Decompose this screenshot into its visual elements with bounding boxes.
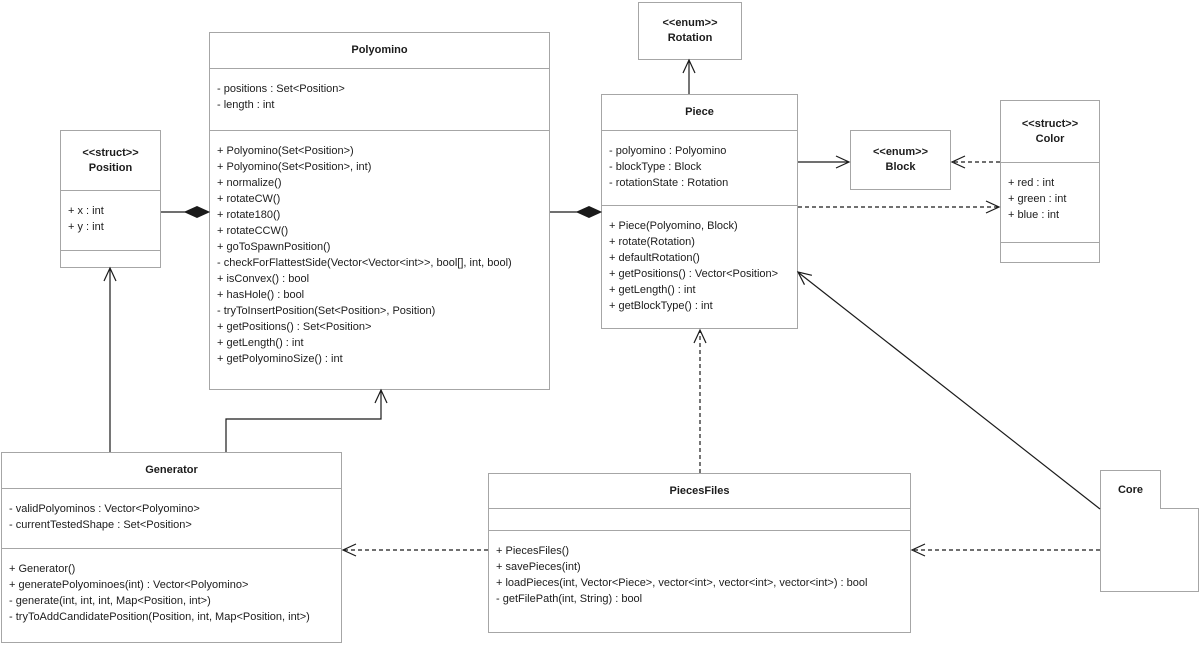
member-line: + savePieces(int) xyxy=(496,561,581,573)
attributes-compartment: + x : int + y : int xyxy=(61,190,160,250)
class-title: Polyomino xyxy=(351,44,408,56)
member-line: - tryToAddCandidatePosition(Position, in… xyxy=(9,611,310,623)
member-line: + loadPieces(int, Vector<Piece>, vector<… xyxy=(496,577,868,589)
association-generator-position xyxy=(103,266,117,452)
package-title: Core xyxy=(1100,470,1161,509)
class-title: <<enum>> Block xyxy=(851,131,950,189)
association-generator-polyomino xyxy=(225,388,388,452)
attributes-compartment: - validPolyominos : Vector<Polyomino> - c… xyxy=(2,488,341,548)
member-line: + getBlockType() : int xyxy=(609,300,713,312)
attributes-compartment: + red : int + green : int + blue : int xyxy=(1001,162,1099,242)
member-line: + defaultRotation() xyxy=(609,252,700,264)
class-color[interactable]: <<struct>> Color + red : int + green : in… xyxy=(1000,100,1100,263)
member-line: + rotateCCW() xyxy=(217,225,289,237)
methods-compartment: + Generator() + generatePolyominoes(int) … xyxy=(2,548,341,642)
package-body xyxy=(1100,508,1199,592)
class-title: PiecesFiles xyxy=(669,484,730,497)
methods-compartment: + PiecesFiles() + savePieces(int) + loadPi… xyxy=(489,530,910,632)
member-line: + getLength() : int xyxy=(217,337,304,349)
association-piece-rotation xyxy=(682,58,696,94)
member-line: + generatePolyominoes(int) : Vector<Poly… xyxy=(9,579,249,591)
class-rotation[interactable]: <<enum>> Rotation xyxy=(638,2,742,60)
member-line: + green : int xyxy=(1008,193,1067,205)
member-line: + goToSpawnPosition() xyxy=(217,241,331,253)
association-piece-block xyxy=(798,155,851,169)
member-line: + red : int xyxy=(1008,177,1055,189)
member-line: - checkForFlattestSide(Vector<Vector<int… xyxy=(217,257,512,269)
class-title: <<struct>> Position xyxy=(61,131,160,190)
class-name: Position xyxy=(88,161,133,174)
member-line: + hasHole() : bool xyxy=(217,289,305,301)
member-line: + Piece(Polyomino, Block) xyxy=(609,220,738,232)
member-line: + blue : int xyxy=(1008,209,1060,221)
member-line: + PiecesFiles() xyxy=(496,545,570,557)
attributes-compartment xyxy=(489,508,910,530)
member-line: - positions : Set<Position> xyxy=(217,83,345,95)
member-line: + y : int xyxy=(68,221,104,233)
class-stereotype: <<enum>> xyxy=(662,17,718,29)
member-line: - validPolyominos : Vector<Polyomino> xyxy=(9,503,200,515)
composition-polyomino-piece xyxy=(550,205,603,219)
class-name: Block xyxy=(885,161,916,173)
dependency-piecesfiles-generator xyxy=(341,543,488,557)
class-polyomino[interactable]: Polyomino - positions : Set<Position> - l… xyxy=(209,32,550,390)
member-line: - polyomino : Polyomino xyxy=(609,145,727,157)
class-title: <<enum>> Rotation xyxy=(639,3,741,59)
methods-compartment: + Piece(Polyomino, Block) + rotate(Rotati… xyxy=(602,205,797,328)
member-line: + isConvex() : bool xyxy=(217,273,310,285)
dependency-core-piecesfiles xyxy=(910,543,1100,557)
member-line: + rotate(Rotation) xyxy=(609,236,695,248)
member-line: + normalize() xyxy=(217,177,282,189)
dependency-color-block xyxy=(950,155,1000,169)
member-line: + Polyomino(Set<Position>) xyxy=(217,145,354,157)
member-line: + x : int xyxy=(68,205,104,217)
class-block[interactable]: <<enum>> Block xyxy=(850,130,951,190)
member-line: - length : int xyxy=(217,99,275,111)
methods-compartment xyxy=(61,250,160,267)
class-position[interactable]: <<struct>> Position + x : int + y : int xyxy=(60,130,161,268)
member-line: + Generator() xyxy=(9,563,76,575)
class-name: Rotation xyxy=(667,32,713,44)
class-stereotype: <<enum>> xyxy=(872,146,929,158)
attributes-compartment: - polyomino : Polyomino - blockType : Blo… xyxy=(602,130,797,205)
class-name: Color xyxy=(1035,132,1065,145)
class-stereotype: <<struct>> xyxy=(82,146,139,159)
dependency-piecesfiles-piece xyxy=(693,328,707,473)
member-line: - getFilePath(int, String) : bool xyxy=(496,593,643,605)
member-line: - tryToInsertPosition(Set<Position>, Pos… xyxy=(217,305,436,317)
member-line: - currentTestedShape : Set<Position> xyxy=(9,519,192,531)
class-title: <<struct>> Color xyxy=(1001,101,1099,162)
methods-compartment: + Polyomino(Set<Position>) + Polyomino(Se… xyxy=(210,130,549,389)
class-piece[interactable]: Piece - polyomino : Polyomino - blockType… xyxy=(601,94,798,329)
member-line: - generate(int, int, int, Map<Position, … xyxy=(9,595,211,607)
class-title: Generator xyxy=(145,464,198,476)
attributes-compartment: - positions : Set<Position> - length : in… xyxy=(210,68,549,130)
member-line: + getLength() : int xyxy=(609,284,696,296)
member-line: - blockType : Block xyxy=(609,161,702,173)
member-line: + getPositions() : Set<Position> xyxy=(217,321,372,333)
class-title: Piece xyxy=(685,106,714,118)
member-line: - rotationState : Rotation xyxy=(609,177,729,189)
member-line: + rotateCW() xyxy=(217,193,281,205)
class-generator[interactable]: Generator - validPolyominos : Vector<Pol… xyxy=(1,452,342,643)
class-stereotype: <<struct>> xyxy=(1021,117,1079,130)
member-line: + Polyomino(Set<Position>, int) xyxy=(217,161,372,173)
dependency-piece-color xyxy=(798,200,1001,214)
member-line: + getPositions() : Vector<Position> xyxy=(609,268,779,280)
member-line: + getPolyominoSize() : int xyxy=(217,353,343,365)
composition-position-polyomino xyxy=(161,205,211,219)
class-piecesfiles[interactable]: PiecesFiles + PiecesFiles() + savePieces(… xyxy=(488,473,911,633)
methods-compartment xyxy=(1001,242,1099,262)
member-line: + rotate180() xyxy=(217,209,281,221)
